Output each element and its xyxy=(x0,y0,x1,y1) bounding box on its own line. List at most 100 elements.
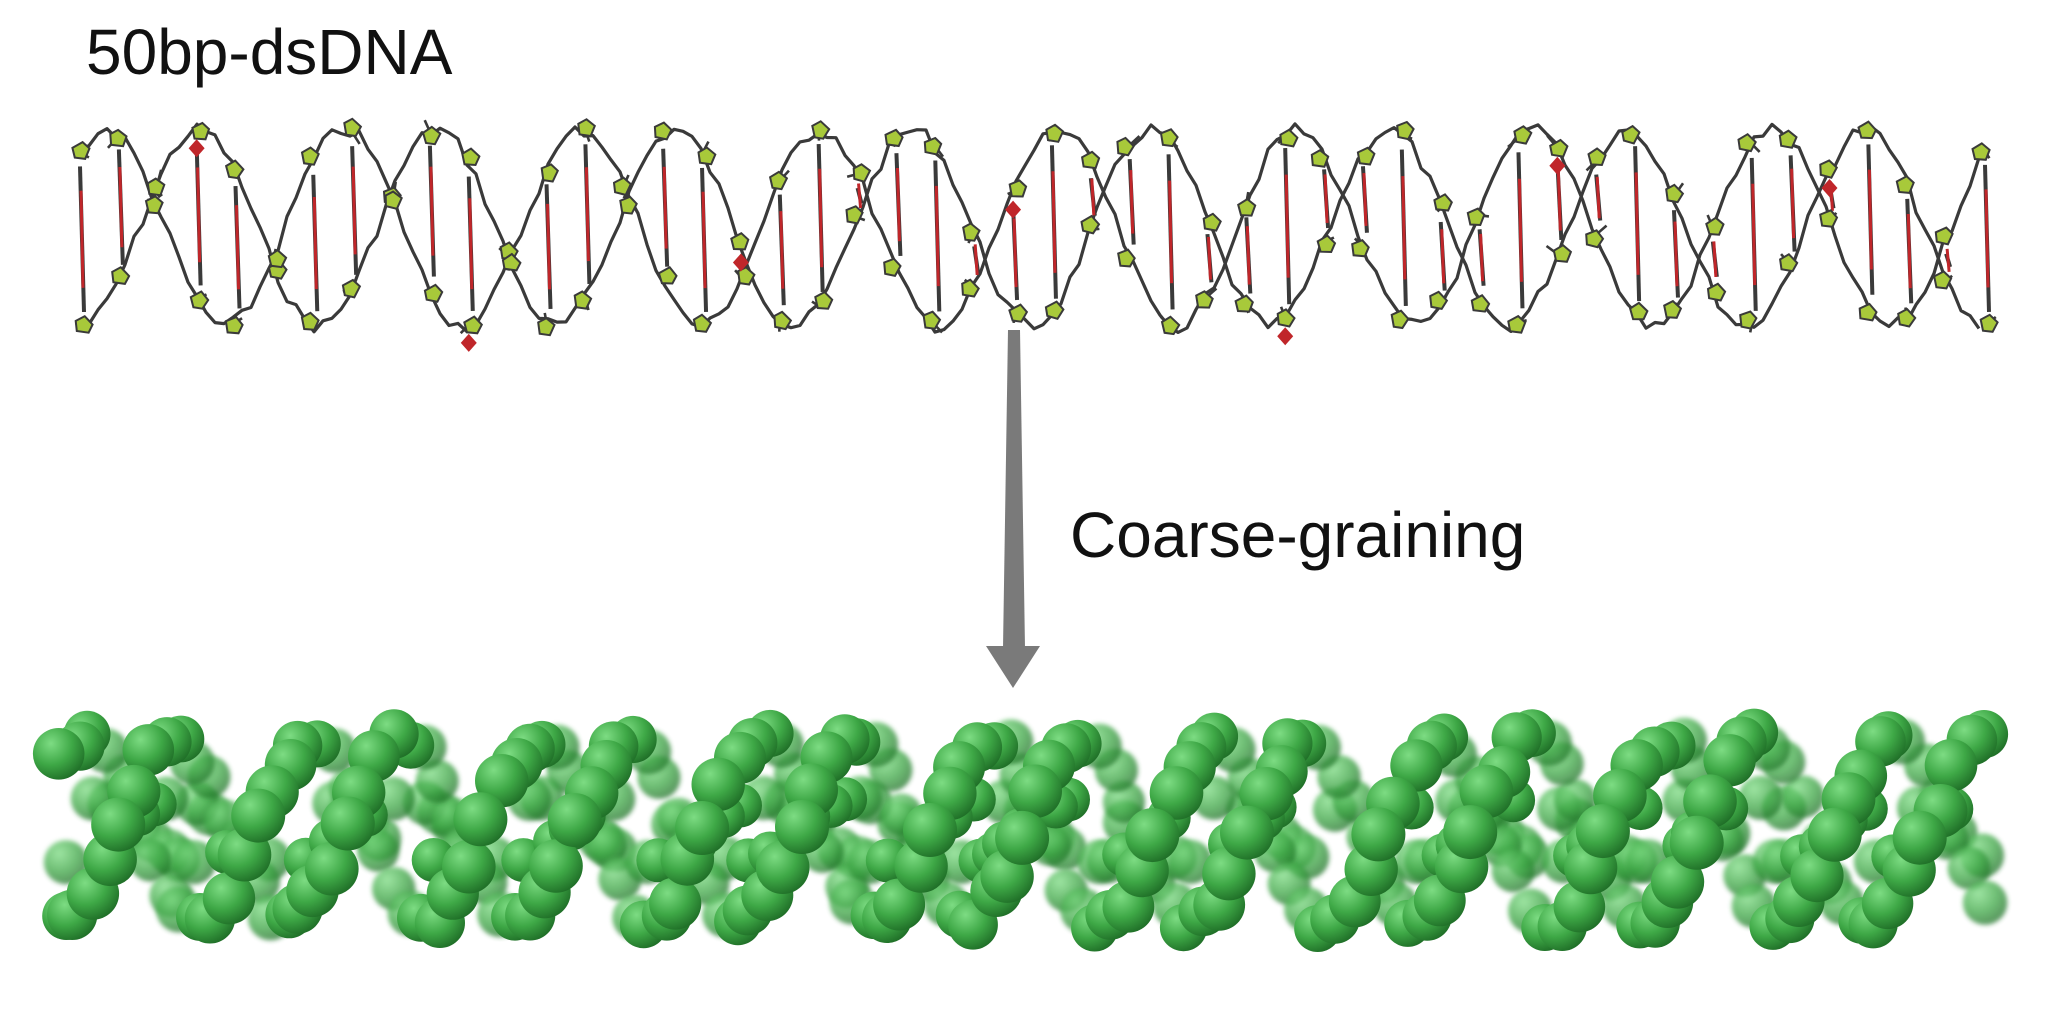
base-segment xyxy=(584,167,590,262)
sugar-ring xyxy=(1080,150,1101,170)
cg-bead xyxy=(1947,846,1991,890)
sugar-ring xyxy=(1279,128,1299,148)
cg-bead xyxy=(775,800,829,854)
sugar-ring xyxy=(577,118,597,138)
coarse-grained-dna-model xyxy=(32,708,2009,952)
cg-bead xyxy=(1220,805,1274,860)
cg-bead xyxy=(1149,766,1204,820)
sugar-ring xyxy=(501,252,522,272)
sugar-ring xyxy=(1159,128,1179,148)
sugar-ring xyxy=(300,146,320,166)
coarse-graining-arrow xyxy=(986,330,1040,688)
base-segment xyxy=(779,211,785,289)
sugar-ring xyxy=(1513,125,1533,145)
arrow-head xyxy=(986,646,1040,688)
cg-bead xyxy=(1781,775,1825,818)
sugar-ring xyxy=(189,290,210,310)
sugar-ring xyxy=(146,177,166,197)
base-segment xyxy=(1595,176,1601,219)
cg-bead xyxy=(547,793,602,848)
sugar-ring xyxy=(922,310,942,330)
sugar-ring xyxy=(573,290,593,310)
phosphate-group xyxy=(188,139,205,158)
sugar-ring xyxy=(1779,253,1799,273)
sugar-ring xyxy=(461,147,481,167)
arrow-shaft xyxy=(1003,330,1025,648)
cg-bead xyxy=(995,810,1050,865)
base-segment xyxy=(1401,176,1407,280)
sugar-ring xyxy=(1160,315,1181,336)
sugar-ring xyxy=(267,248,288,269)
phosphate-group xyxy=(460,333,477,352)
sugar-ring xyxy=(1819,159,1839,179)
sugar-ring xyxy=(1778,129,1798,149)
cg-bead xyxy=(1202,847,1256,901)
cg-bead xyxy=(873,878,926,931)
base-segment xyxy=(701,191,707,289)
cg-bead xyxy=(1738,775,1783,820)
sugar-ring xyxy=(1470,294,1491,313)
sugar-ring xyxy=(1552,243,1573,263)
sugar-ring xyxy=(1933,270,1953,290)
sugar-ring xyxy=(814,290,834,310)
sugar-ring xyxy=(884,128,904,148)
sugar-ring xyxy=(697,146,717,166)
phosphate-group xyxy=(1005,200,1022,219)
base-segment xyxy=(1479,233,1485,282)
base-segment xyxy=(1984,189,1990,288)
sugar-ring xyxy=(1080,214,1101,235)
base-segment xyxy=(429,166,435,256)
cg-bead xyxy=(1892,810,1947,865)
sugar-ring xyxy=(109,128,128,148)
cg-bead xyxy=(231,788,286,843)
sugar-ring xyxy=(923,136,943,156)
sugar-ring xyxy=(224,159,245,180)
sugar-ring xyxy=(1351,239,1370,258)
base-segment xyxy=(973,244,979,276)
cg-bead xyxy=(755,840,810,894)
cg-bead xyxy=(903,803,957,857)
base-segment xyxy=(1323,174,1329,223)
base-segment xyxy=(1362,172,1368,226)
sugar-ring xyxy=(191,121,211,141)
base-segment xyxy=(351,166,357,255)
atomistic-dna-model xyxy=(71,117,1999,352)
base-segment xyxy=(1945,248,1951,273)
base-segment xyxy=(1751,183,1757,286)
phosphate-group xyxy=(732,253,749,272)
cg-bead xyxy=(1703,734,1756,787)
sugar-ring xyxy=(962,222,981,242)
cg-bead xyxy=(305,841,359,896)
sugar-ring xyxy=(1044,300,1065,320)
sugar-ring xyxy=(1934,226,1954,246)
sugar-ring xyxy=(1819,209,1839,228)
base-segment xyxy=(1440,229,1446,284)
sugar-ring xyxy=(1116,136,1135,157)
base-segment xyxy=(468,198,474,290)
sugar-ring xyxy=(773,310,793,331)
sugar-ring xyxy=(540,163,560,183)
sugar-ring xyxy=(1897,307,1917,328)
model-title-label: 50bp-dsDNA xyxy=(86,16,453,88)
cg-bead xyxy=(122,724,175,776)
sugar-ring xyxy=(657,266,678,285)
cg-bead xyxy=(1459,764,1514,819)
sugar-ring xyxy=(737,266,756,286)
sugar-ring xyxy=(421,125,442,146)
cg-bead xyxy=(1008,764,1062,819)
sugar-ring xyxy=(1045,123,1065,143)
cg-bead xyxy=(1962,880,2008,925)
sugar-ring xyxy=(1895,175,1915,194)
sugar-ring xyxy=(612,176,633,197)
base-segment xyxy=(1867,169,1873,270)
phosphate-group xyxy=(1549,156,1566,175)
base-segment xyxy=(1517,178,1523,282)
sugar-ring xyxy=(961,278,980,298)
sugar-ring xyxy=(1202,212,1222,232)
sugar-ring xyxy=(1008,179,1028,198)
sugar-ring xyxy=(1858,302,1878,322)
base-segment xyxy=(1556,171,1562,231)
cg-bead xyxy=(1125,808,1180,863)
sugar-ring xyxy=(343,117,363,138)
